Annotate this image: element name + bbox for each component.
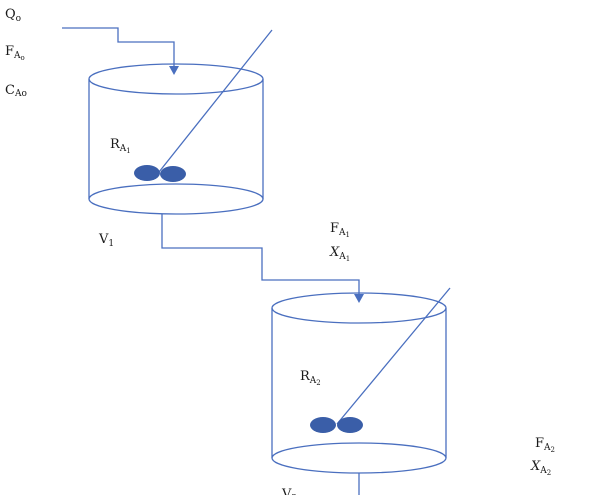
transfer-pipe-line <box>161 214 360 297</box>
label-stream-2-conversion: XA2 <box>530 459 551 477</box>
label-reactor-1-volume: V1 <box>98 232 114 249</box>
label-inlet-flow: Qo <box>5 7 21 24</box>
reactor-2-stirrer-shaft <box>336 287 451 425</box>
reactor-2-impeller-blade-left <box>310 417 336 433</box>
label-inlet-molar-flow: FAo <box>5 44 25 62</box>
label-reactor-2-volume: V2 <box>281 487 297 495</box>
reactor-1 <box>88 29 273 215</box>
inlet-arrowhead <box>169 66 179 75</box>
inlet-pipe-line <box>62 27 175 70</box>
reactor-2-impeller-blade-right <box>337 417 363 433</box>
label-stream-2-molar-flow: FA2 <box>535 436 555 454</box>
label-inlet-concentration: CAo <box>5 83 27 99</box>
reactor-1-impeller-blade-left <box>134 165 160 181</box>
reactor-2 <box>271 287 451 495</box>
transfer-arrowhead <box>354 294 364 303</box>
transfer-pipe <box>161 214 364 303</box>
reactor-1-bottom <box>88 183 264 215</box>
label-stream-1-molar-flow: FA1 <box>330 221 350 239</box>
label-stream-1-conversion: XA1 <box>329 245 350 263</box>
reactor-1-impeller-blade-right <box>160 166 186 182</box>
reactor-1-stirrer-shaft <box>158 29 273 173</box>
inlet-pipe <box>62 27 179 75</box>
label-reactor-1-rate: RA1 <box>110 137 131 155</box>
reactor-2-bottom <box>271 442 447 474</box>
label-reactor-2-rate: RA2 <box>300 369 321 387</box>
